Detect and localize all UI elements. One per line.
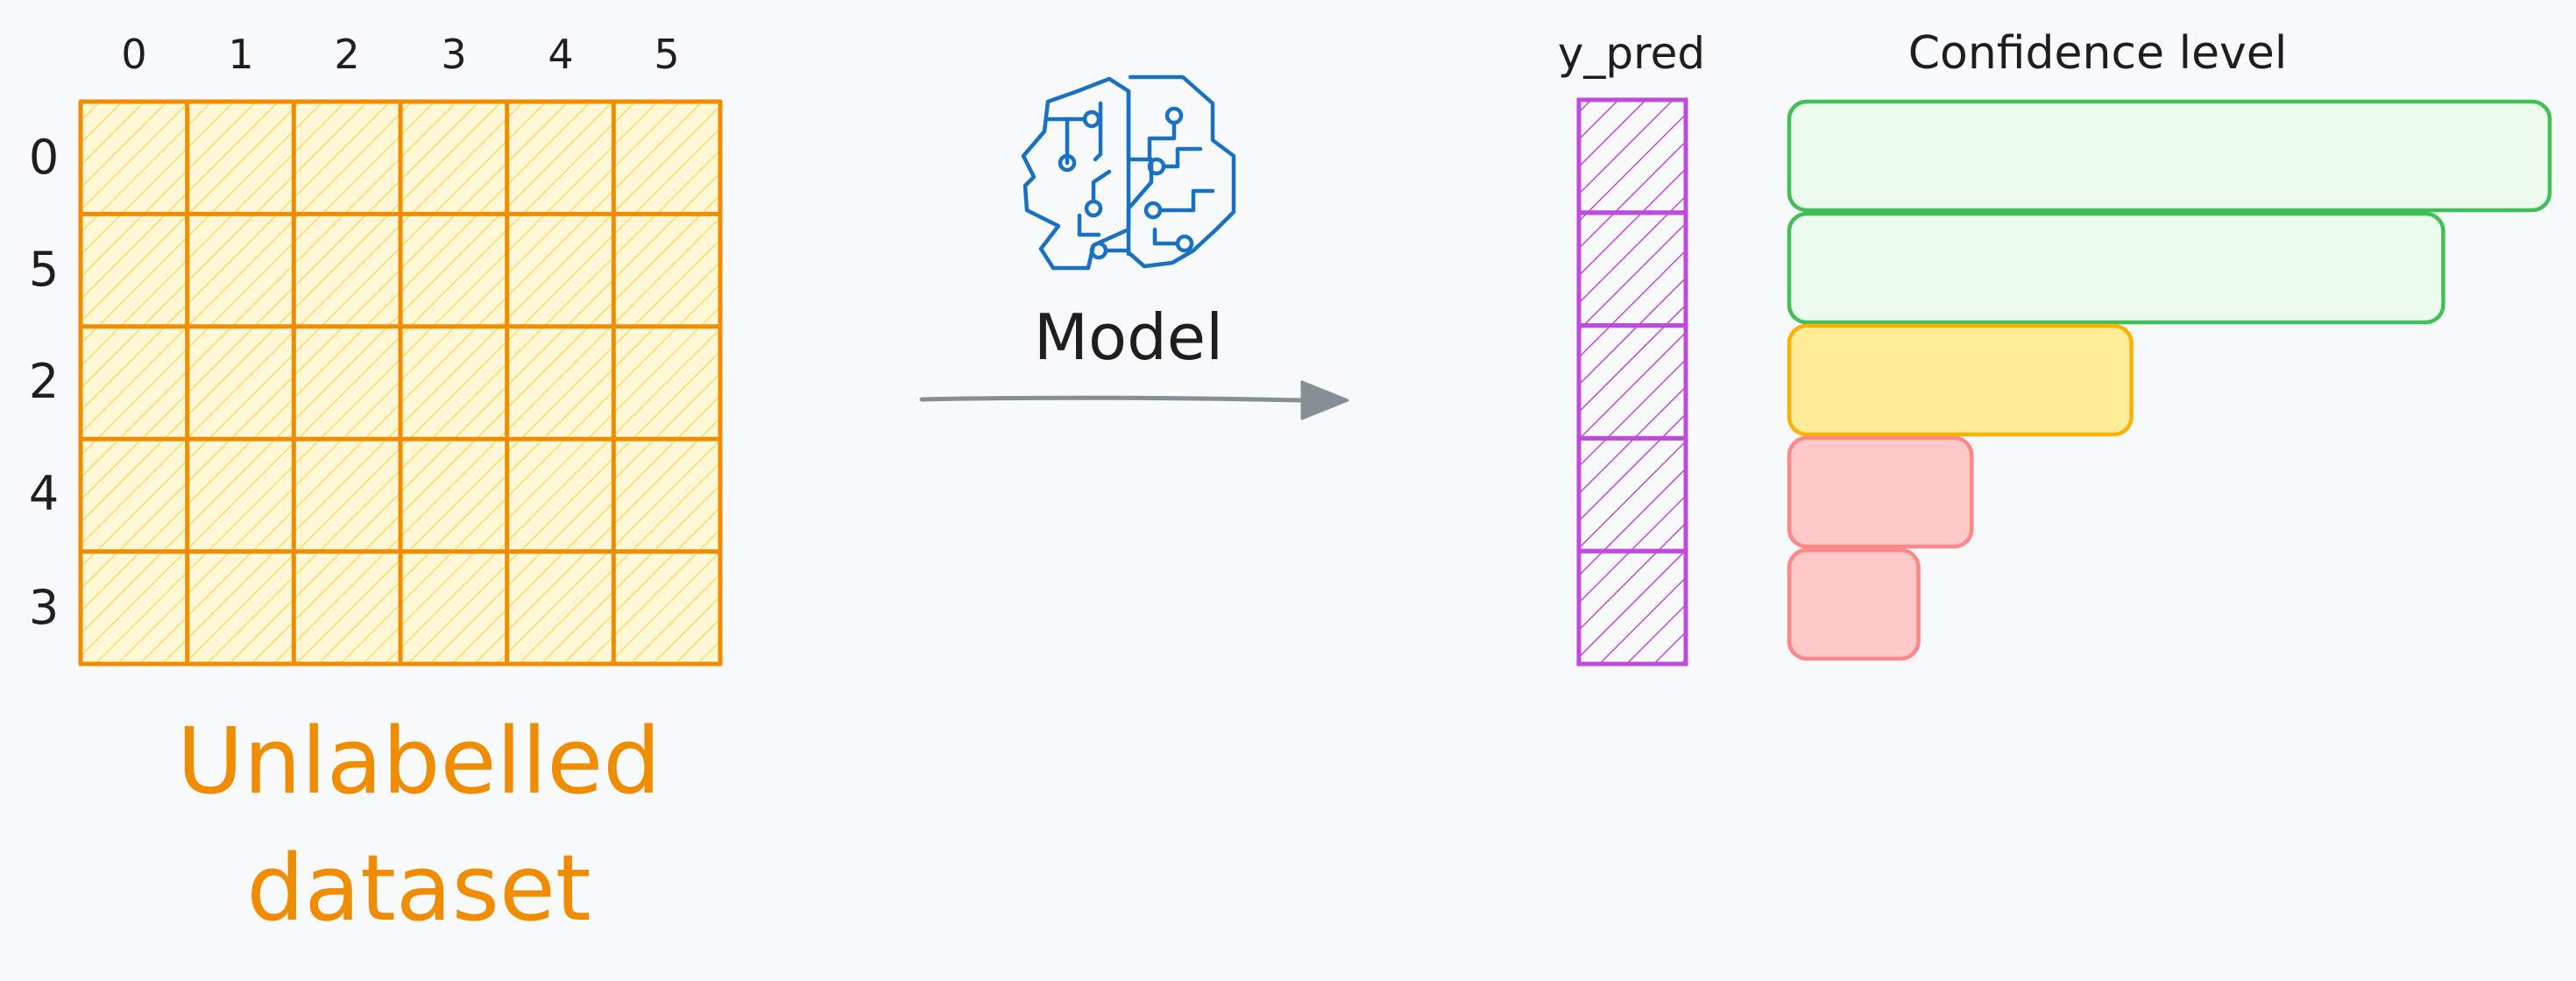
arrow-shaft bbox=[919, 395, 1305, 403]
dataset-column-labels: 0 1 2 3 4 5 bbox=[121, 31, 679, 78]
row-label: 4 bbox=[29, 466, 59, 521]
confidence-bar bbox=[1787, 211, 2445, 325]
dataset-caption-line-2: dataset bbox=[246, 835, 591, 942]
model-arrow bbox=[919, 380, 1349, 420]
row-label: 2 bbox=[29, 354, 59, 409]
row-label: 0 bbox=[29, 130, 59, 185]
confidence-bar bbox=[1787, 323, 2134, 437]
column-label: 5 bbox=[654, 31, 679, 78]
column-label: 4 bbox=[548, 31, 573, 78]
confidence-label: Confidence level bbox=[1908, 27, 2288, 80]
column-label: 1 bbox=[228, 31, 253, 78]
dataset-grid bbox=[78, 99, 723, 667]
row-label: 5 bbox=[29, 242, 59, 297]
confidence-bars bbox=[1787, 99, 2552, 661]
column-label: 2 bbox=[334, 31, 359, 78]
row-label: 3 bbox=[29, 580, 59, 635]
model-icon bbox=[1021, 74, 1236, 271]
confidence-bar bbox=[1787, 99, 2552, 213]
model-label: Model bbox=[1034, 300, 1223, 374]
dataset-caption: Unlabelled dataset bbox=[177, 708, 661, 942]
arrow-head bbox=[1300, 380, 1349, 420]
confidence-bar bbox=[1787, 547, 1921, 661]
dataset-row-labels: 0 5 2 4 3 bbox=[29, 130, 59, 635]
y-pred-label: y_pred bbox=[1558, 28, 1705, 79]
y-pred-fill bbox=[1579, 100, 1686, 664]
confidence-bar bbox=[1787, 435, 1974, 549]
y-pred-column bbox=[1576, 97, 1688, 667]
dataset-caption-line-1: Unlabelled bbox=[177, 708, 661, 815]
y-pred-cell bbox=[1576, 548, 1688, 667]
column-label: 3 bbox=[441, 31, 466, 78]
dataset-grid-lines bbox=[78, 99, 723, 667]
column-label: 0 bbox=[121, 31, 146, 78]
